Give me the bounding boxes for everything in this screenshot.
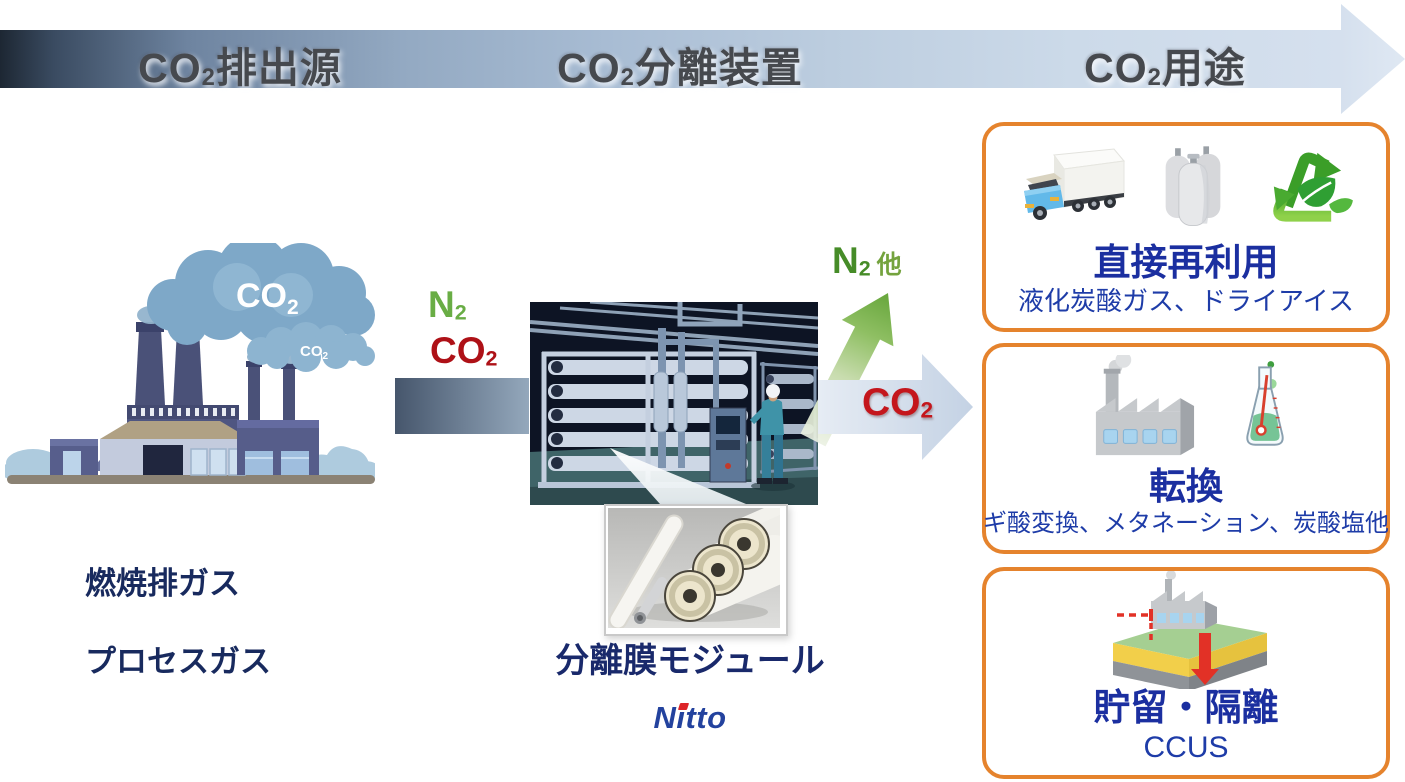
use-box-0-icons (986, 126, 1386, 244)
stage-3-sub: 2 (1147, 63, 1162, 91)
co2-output-label: CO2 (862, 381, 934, 424)
use-box-storage-sequestration: 貯留・隔離 CCUS (982, 567, 1390, 779)
use-title-conversion: 転換 (1149, 466, 1223, 507)
stage-1-pre: CO (138, 45, 202, 91)
callout-wedge (610, 448, 746, 504)
membrane-module-faces (664, 518, 770, 622)
stage-3-post: 用途 (1161, 45, 1246, 91)
stage-1-post: 排出源 (215, 45, 342, 91)
truck-icon (1024, 148, 1125, 220)
co2-cloud-small: CO2 (247, 322, 375, 372)
annex-building (50, 439, 98, 475)
ground-bar (7, 475, 375, 484)
label-process-gas: プロセスガス (85, 644, 271, 679)
stage-3-pre: CO (1084, 45, 1148, 91)
co2-output-arrow-icon (818, 354, 973, 460)
stage-2-sub: 2 (620, 63, 635, 91)
stage-title-co2-uses: CO2用途 (1084, 34, 1246, 94)
membrane-rack-main (538, 351, 760, 488)
co2-cloud-small-label: CO2 (300, 343, 329, 362)
use-box-2-icons (986, 571, 1386, 689)
banner-arrow-head-icon (1341, 4, 1405, 114)
control-cabinet (709, 407, 747, 483)
right-factory-building (237, 361, 319, 475)
use-box-direct-reuse: 直接再利用 液化炭酸ガス、ドライアイス (982, 122, 1390, 332)
worker-figure (749, 384, 795, 491)
use-subtitle-ccus: CCUS (1143, 731, 1229, 764)
use-subtitle-direct-reuse: 液化炭酸ガス、ドライアイス (1018, 286, 1354, 316)
recycle-leaves-icon (1273, 152, 1353, 222)
membrane-module-caption: 分離膜モジュール (555, 642, 825, 680)
use-box-1-icons (986, 347, 1386, 468)
label-combustion-exhaust-gas: 燃焼排ガス (85, 566, 240, 601)
stage-title-emission-source: CO2排出源 (138, 34, 342, 94)
membrane-cylinders-image (608, 491, 833, 630)
flask-icon (1246, 360, 1284, 446)
feed-co2-label: CO2 (430, 330, 498, 371)
warehouse (100, 421, 250, 476)
use-title-direct-reuse: 直接再利用 (1093, 242, 1279, 283)
banner-arrow-band (0, 30, 1341, 88)
process-pipes (653, 328, 719, 468)
underground-storage-icon (1112, 571, 1267, 689)
gas-cylinders-icon (1165, 146, 1221, 227)
stage-1-sub: 2 (201, 63, 216, 91)
stage-2-pre: CO (557, 45, 621, 91)
stage-2-post: 分離装置 (634, 45, 803, 91)
use-box-conversion: 転換 ギ酸変換、メタネーション、炭酸塩他 (982, 343, 1390, 554)
membrane-module-photo (604, 491, 833, 636)
stage-title-separation-device: CO2分離装置 (557, 34, 803, 94)
nitto-logo: Nitto (615, 700, 765, 736)
feed-n2-label: N2 (428, 284, 467, 325)
co2-cloud-big-label: CO2 (236, 277, 299, 319)
factory-illustration: CO2 CO2 (5, 243, 375, 484)
nitto-logo-text: Nitto (653, 700, 727, 735)
use-subtitle-conversion: ギ酸変換、メタネーション、炭酸塩他 (982, 510, 1390, 537)
feed-connector-bar (395, 378, 529, 434)
use-title-storage-sequestration: 貯留・隔離 (1093, 687, 1279, 728)
factory-icon (1095, 354, 1195, 455)
